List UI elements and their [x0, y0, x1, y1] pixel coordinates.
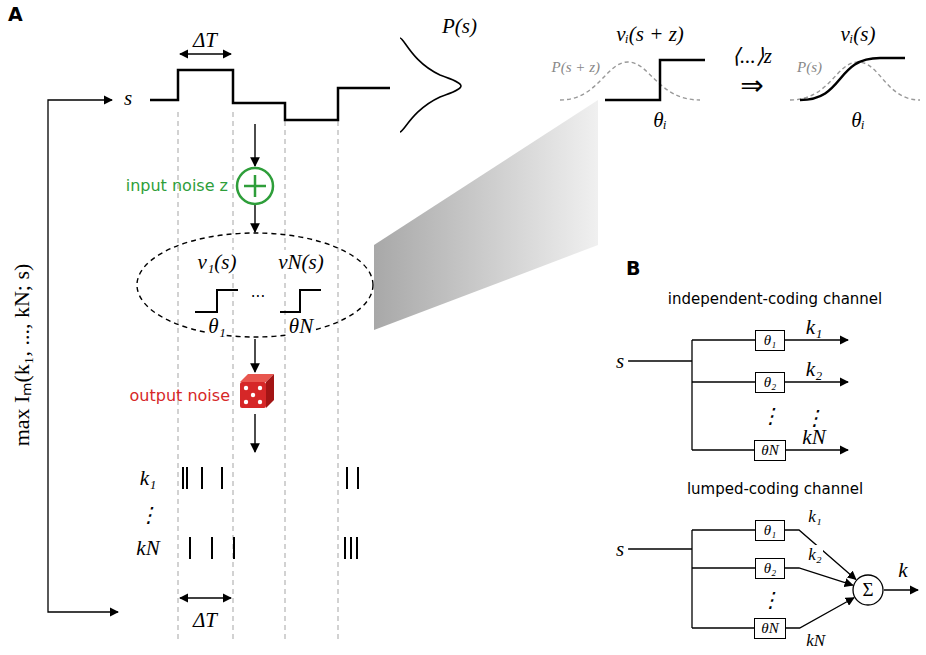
math-label: ⋮ [760, 588, 781, 612]
math-label: θᵢ [653, 108, 667, 132]
signal-label: k₂ [807, 545, 822, 565]
branch-wire [692, 567, 755, 568]
math-label: θ₁ [208, 314, 226, 338]
threshold-box: θN [754, 440, 785, 461]
output-arrow [786, 449, 848, 450]
branch-wire [692, 381, 755, 382]
input-wire [628, 548, 692, 549]
threshold-box: θ₂ [755, 372, 785, 393]
text-label: ··· [251, 289, 265, 306]
node-text: θ₁ [764, 522, 777, 539]
spike-trains [183, 467, 358, 559]
node-text: θN [761, 620, 778, 637]
adder-symbol [237, 168, 273, 204]
node-text: Σ [862, 579, 873, 601]
branch-wire [692, 339, 755, 340]
duration-arrow [180, 53, 231, 54]
math-label: s [616, 537, 624, 561]
output-arrow [785, 381, 848, 382]
bus-wire [691, 530, 692, 628]
node-text: θN [761, 442, 778, 459]
math-label: νN(s) [278, 250, 324, 274]
output-arrow [884, 589, 918, 590]
signal-label: kN [805, 631, 826, 651]
zoom-wedge [374, 100, 598, 330]
stimulus-trace [150, 70, 390, 120]
signal-label: k₁ [807, 507, 822, 527]
math-label: ⋮ [138, 503, 159, 527]
math-label: ⟨...⟩z [732, 44, 772, 68]
branch-wire [692, 449, 754, 450]
node-text: θ₂ [764, 560, 777, 577]
dice-symbol [240, 374, 274, 408]
branch-wire [692, 627, 754, 628]
math-label: kN [136, 536, 159, 560]
math-label: νᵢ(s + z) [616, 22, 684, 46]
connector [785, 568, 853, 585]
math-label: s [616, 349, 624, 373]
arrow-symbol: ⇒ [740, 70, 763, 102]
math-label: s [124, 86, 132, 110]
node-text: θ₂ [764, 374, 777, 391]
math-label: ν₁(s) [198, 250, 237, 274]
node-text: θ₁ [764, 332, 777, 349]
text-label: independent-coding channel [668, 291, 883, 308]
panel-letter: A [8, 4, 23, 26]
output-arrow [785, 339, 848, 340]
feedback-arrow [48, 100, 118, 612]
bus-wire [691, 340, 692, 450]
connector [786, 598, 854, 628]
math-label: θN [289, 314, 313, 338]
math-label: P(s) [797, 59, 822, 76]
math-label: ⋮ [760, 404, 781, 428]
input-wire [628, 360, 692, 361]
text-label: lumped-coding channel [687, 481, 863, 498]
threshold-box: θN [754, 618, 785, 639]
math-label: P(s + z) [552, 59, 600, 76]
channel-wiring [628, 340, 918, 628]
threshold-box: θ₂ [755, 558, 785, 579]
math-label: ΔT [193, 28, 217, 52]
objective-label: max Iₘ(k₁, ..., kN; s) [9, 264, 34, 447]
math-label: νᵢ(s) [841, 22, 876, 46]
noise-label: input noise z [126, 177, 228, 195]
branch-wire [692, 529, 755, 530]
connector [785, 530, 856, 580]
math-label: P(s) [442, 14, 477, 38]
neuron-population [137, 233, 373, 337]
threshold-box: θ₁ [755, 330, 785, 351]
math-label: k₁ [140, 466, 157, 490]
panel-letter: B [626, 258, 640, 280]
distribution-curve [400, 38, 461, 132]
threshold-box: θ₁ [755, 520, 785, 541]
math-label: k [898, 558, 907, 582]
step-nonlinearity [605, 60, 705, 100]
duration-arrow [180, 597, 231, 598]
step-nonlinearity [195, 290, 321, 312]
summation-node: Σ [852, 574, 884, 606]
math-label: kN [802, 425, 825, 449]
math-label: θᵢ [851, 108, 865, 132]
noise-label: output noise [130, 387, 230, 405]
math-label: ΔT [193, 608, 217, 632]
math-label: k₂ [806, 357, 823, 381]
math-label: k₁ [806, 315, 823, 339]
